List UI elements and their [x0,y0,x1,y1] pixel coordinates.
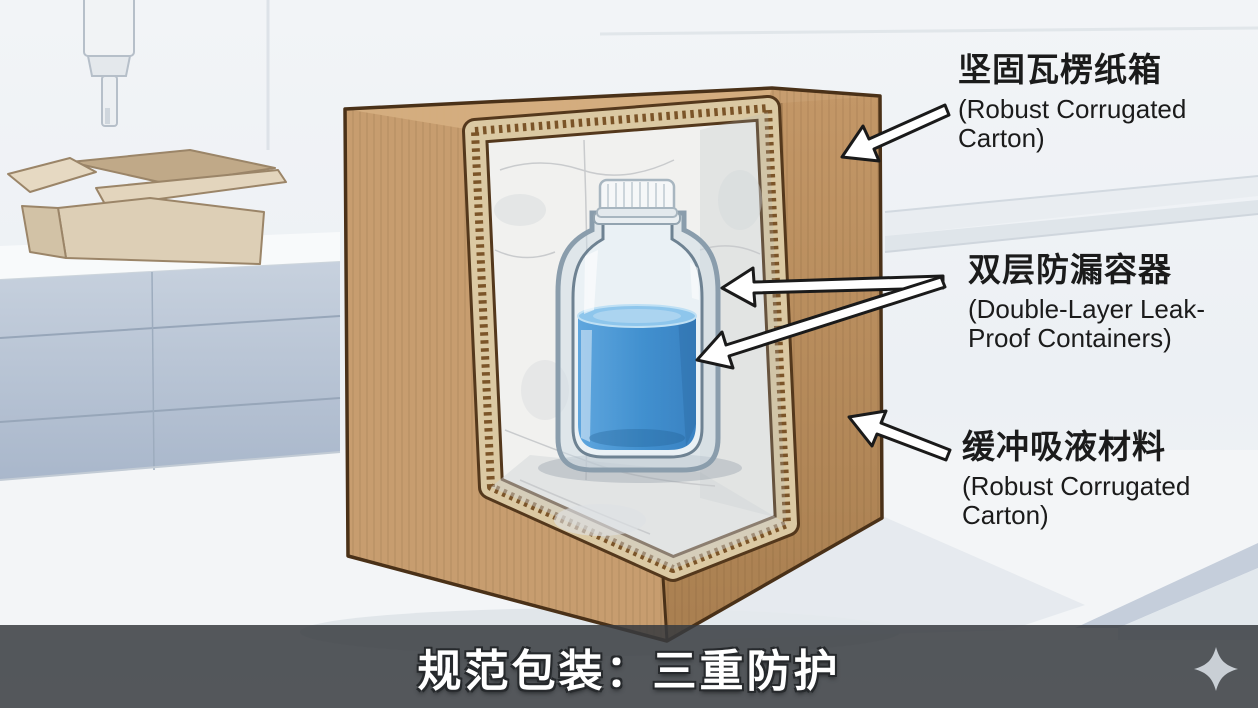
dispenser-device [83,0,135,127]
open-carton-flap-left [7,157,97,193]
wall-seam [599,26,1258,36]
annotation-containers-zh: 双层防漏容器 [968,251,1172,288]
open-carton-body [57,197,265,265]
specimen-containers [538,178,742,483]
cabinet-front [0,262,340,480]
right-shelf [884,175,1258,253]
open-carton-flap-front [95,169,287,207]
annotation-cushion-zh: 缓冲吸液材料 [962,428,1166,465]
caption-text: 规范包装：三重防护 [417,646,841,696]
annotation-cushion: 缓冲吸液材料 (Robust Corrugated Carton) [962,427,1258,530]
sparkle-icon [1194,647,1238,691]
annotation-containers-en-1: (Double-Layer Leak- [968,294,1206,324]
box-shadow-right [667,515,1085,641]
annotation-arrows [695,103,952,462]
right-counter-edge [1075,543,1258,640]
annotation-carton-zh: 坚固瓦楞纸箱 [958,51,1162,88]
annotation-containers: 双层防漏容器 (Double-Layer Leak- Proof Contain… [968,250,1258,353]
annotation-carton: 坚固瓦楞纸箱 (Robust Corrugated Carton) [958,50,1258,153]
annotation-cushion-en-2: Carton) [962,500,1049,530]
open-carton [7,149,287,265]
bottle-cap [596,178,678,218]
specimen-bottle [571,178,704,459]
arrow-to-cushion [847,409,952,462]
arrow-to-container-lower [695,275,947,370]
annotation-carton-en-2: Carton) [958,123,1045,153]
box-top-face [345,88,772,130]
left-counter [0,232,341,481]
annotation-cushion-en-1: (Robust Corrugated [962,471,1191,501]
liquid [577,304,697,450]
caption-bar: 规范包装：三重防护 [0,625,1258,708]
arrow-to-carton [840,103,951,163]
annotation-containers-en-2: Proof Containers) [968,323,1172,353]
annotation-carton-en-1: (Robust Corrugated [958,94,1187,124]
